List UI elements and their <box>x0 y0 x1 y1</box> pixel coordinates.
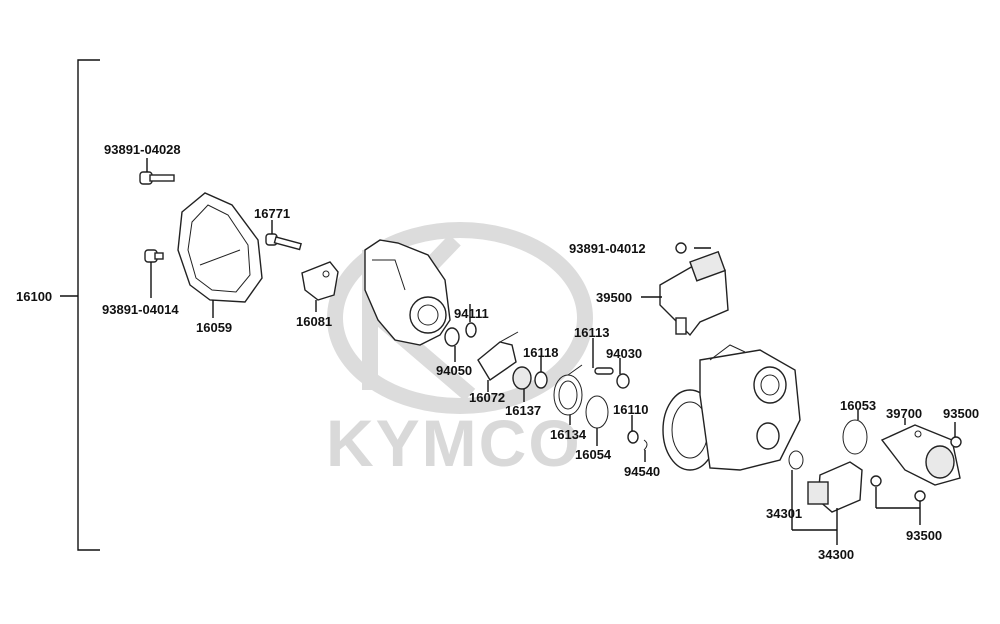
screw-icon <box>144 249 164 263</box>
lever-icon <box>477 331 519 382</box>
screw-icon <box>950 436 962 448</box>
part-label-93891-04014[interactable]: 93891-04014 <box>102 302 179 317</box>
sensor-icon <box>880 424 961 486</box>
bracket-icon <box>301 261 339 301</box>
part-label-93500-bottom[interactable]: 93500 <box>906 528 943 543</box>
screw-icon <box>870 475 882 487</box>
part-label-16072[interactable]: 16072 <box>469 390 506 405</box>
part-label-34301[interactable]: 34301 <box>766 506 803 521</box>
washer-icon <box>627 430 639 444</box>
part-label-39500[interactable]: 39500 <box>596 290 633 305</box>
o-ring-icon <box>788 450 804 470</box>
cover-icon <box>177 192 263 303</box>
part-label-16053[interactable]: 16053 <box>840 398 877 413</box>
part-label-16134[interactable]: 16134 <box>550 427 587 442</box>
connector-icon <box>807 461 863 513</box>
pin-icon <box>594 367 614 375</box>
part-label-94540[interactable]: 94540 <box>624 464 661 479</box>
assembly-label: 16100 <box>16 289 53 304</box>
washer-icon <box>534 371 548 389</box>
washer-icon <box>465 322 477 338</box>
o-ring-icon <box>585 395 609 429</box>
part-label-39700[interactable]: 39700 <box>886 406 923 421</box>
part-label-94111[interactable]: 94111 <box>454 306 489 321</box>
part-label-16771[interactable]: 16771 <box>254 206 291 221</box>
part-label-16081[interactable]: 16081 <box>296 314 333 329</box>
screw-icon <box>675 242 687 254</box>
bearing-icon <box>512 366 532 390</box>
part-label-16054[interactable]: 16054 <box>575 447 612 462</box>
part-label-93891-04028[interactable]: 93891-04028 <box>104 142 181 157</box>
part-label-94030[interactable]: 94030 <box>606 346 643 361</box>
part-label-93500-top[interactable]: 93500 <box>943 406 980 421</box>
part-label-34300[interactable]: 34300 <box>818 547 855 562</box>
spring-icon <box>553 364 583 416</box>
throttle-body-icon <box>662 344 801 471</box>
watermark-text: KYMCO <box>326 406 582 480</box>
washer-icon <box>444 327 460 347</box>
part-label-16113[interactable]: 16113 <box>574 325 610 340</box>
part-label-16118[interactable]: 16118 <box>523 345 559 360</box>
leader-lines <box>146 158 956 545</box>
part-label-93891-04012[interactable]: 93891-04012 <box>569 241 646 256</box>
part-label-16059[interactable]: 16059 <box>196 320 233 335</box>
part-label-94050[interactable]: 94050 <box>436 363 473 378</box>
housing-icon <box>364 239 451 346</box>
screw-icon <box>914 490 926 502</box>
part-label-16137[interactable]: 16137 <box>505 403 542 418</box>
nut-icon <box>616 373 630 389</box>
screw-icon <box>265 233 302 251</box>
clip-icon <box>643 439 648 451</box>
o-ring-icon <box>842 419 868 455</box>
sensor-icon <box>659 250 729 337</box>
part-label-16110[interactable]: 16110 <box>613 402 649 417</box>
screw-icon <box>139 171 175 185</box>
assembly-bracket <box>60 59 100 551</box>
